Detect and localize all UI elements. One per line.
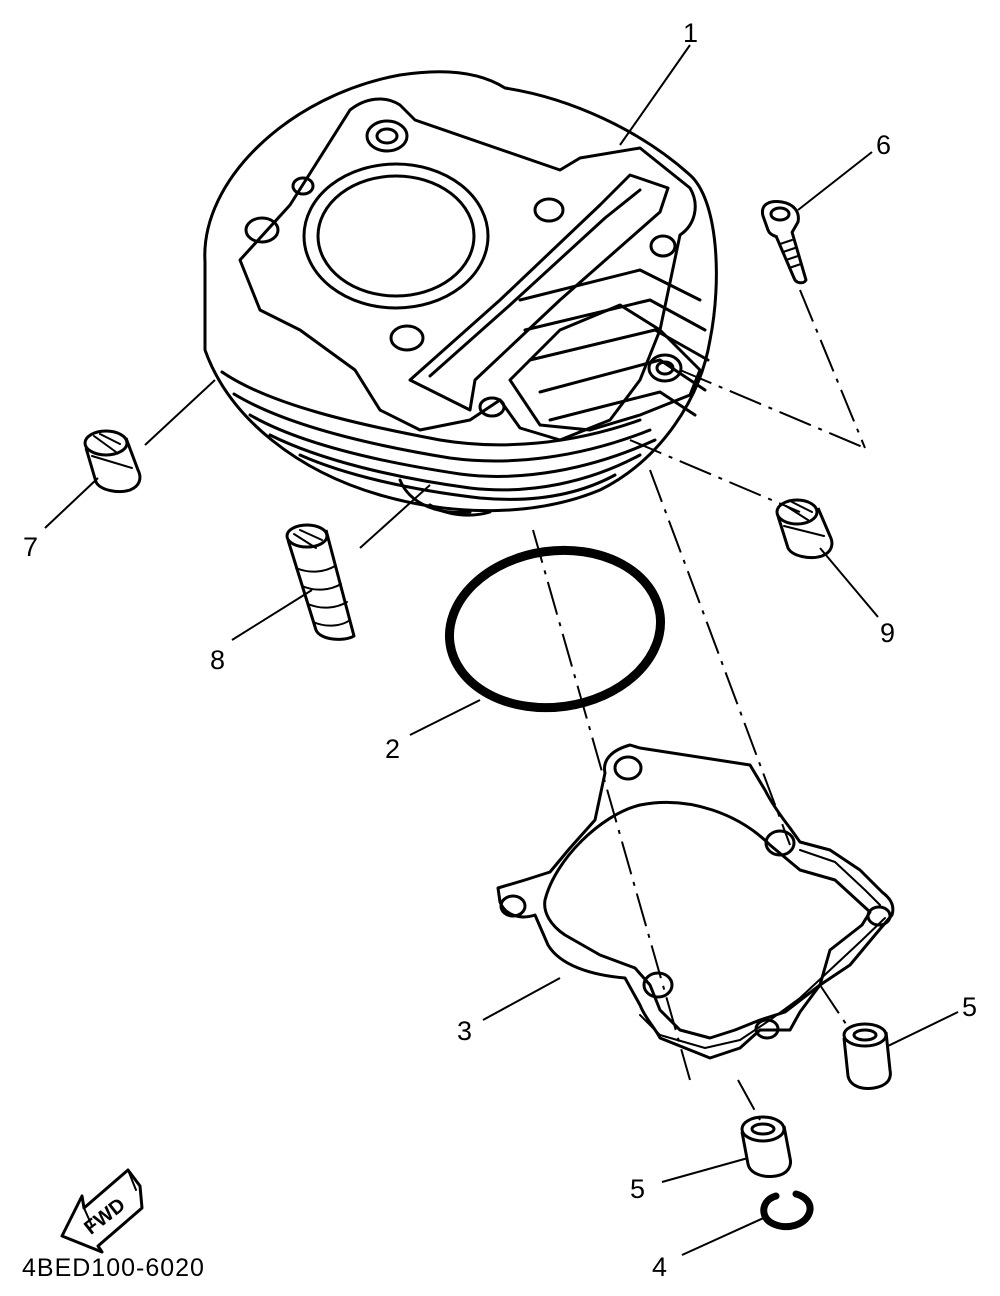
dowel-pin-bottom [740,1115,792,1178]
assembly-lines [532,289,866,1121]
forward-arrow: FWD [60,1168,144,1254]
plug-part-8 [285,523,356,641]
diagram-code: 4BED100-6020 [22,1254,205,1282]
circlip-part [760,1190,814,1231]
cylinder-part [203,70,718,517]
callout-6: 6 [876,130,891,160]
callout-7: 7 [23,532,38,562]
callout-5-right: 5 [962,992,977,1022]
callout-5-bottom: 5 [630,1174,645,1204]
callout-8: 8 [210,645,225,675]
leader-lines [44,44,959,1256]
dowel-pin-right [842,1022,892,1090]
bolt-part [760,200,808,285]
plug-part-7 [83,429,142,494]
o-ring-part [444,545,666,713]
callout-9: 9 [880,618,895,648]
callout-3: 3 [457,1016,472,1046]
plug-part-9 [775,498,834,560]
callout-1: 1 [683,18,698,48]
gasket-part [496,743,895,1060]
callout-labels: 1 6 7 8 9 2 3 5 5 4 [23,18,977,1282]
callout-2: 2 [385,734,400,764]
callout-4: 4 [652,1252,667,1282]
